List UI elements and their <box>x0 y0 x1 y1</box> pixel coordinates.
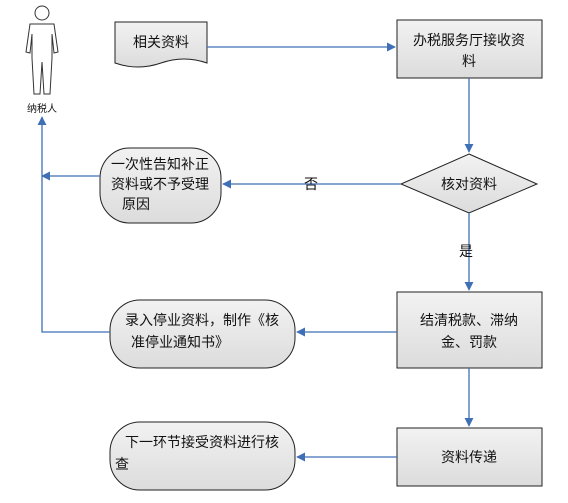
hall-receive-box: 办税服务厅接收资 料 <box>396 19 543 79</box>
edge-record-to-actor <box>37 116 110 333</box>
notify-reject-line3: 原因 <box>122 197 150 213</box>
transfer-box: 资料传递 <box>396 427 543 487</box>
notify-reject-line2: 资料或不予受理 <box>111 177 209 193</box>
notify-reject-terminator: 一次性告知补正 资料或不予受理 原因 <box>99 147 222 224</box>
person-icon <box>25 5 59 95</box>
transfer-label: 资料传递 <box>441 450 497 466</box>
settle-line1: 结清税款、滞纳 <box>420 313 518 329</box>
record-notice-line2: 准停业通知书》 <box>131 334 229 351</box>
hall-receive-line2: 料 <box>462 54 476 70</box>
edge-label-no: 否 <box>304 177 318 193</box>
next-step-line1: 下一环节接受资料进行核 <box>125 434 279 451</box>
record-notice-line1: 录入停业资料，制作《核 <box>125 312 279 329</box>
next-step-terminator: 下一环节接受资料进行核 查 <box>109 421 296 491</box>
taxpayer-actor: 纳税人 <box>25 5 59 115</box>
verify-decision: 核对资料 <box>399 153 539 214</box>
settle-line2: 金、罚款 <box>441 335 497 351</box>
record-notice-terminator: 录入停业资料，制作《核 准停业通知书》 <box>109 299 296 369</box>
settle-box: 结清税款、滞纳 金、罚款 <box>396 291 543 369</box>
actor-label: 纳税人 <box>27 102 57 115</box>
verify-label: 核对资料 <box>441 177 497 193</box>
next-step-line2: 查 <box>115 457 129 473</box>
hall-receive-line1: 办税服务厅接收资 <box>413 32 525 49</box>
edge-label-yes: 是 <box>459 244 473 260</box>
notify-reject-line1: 一次性告知补正 <box>111 156 209 173</box>
materials-label: 相关资料 <box>133 35 189 51</box>
materials-document: 相关资料 <box>114 21 208 68</box>
